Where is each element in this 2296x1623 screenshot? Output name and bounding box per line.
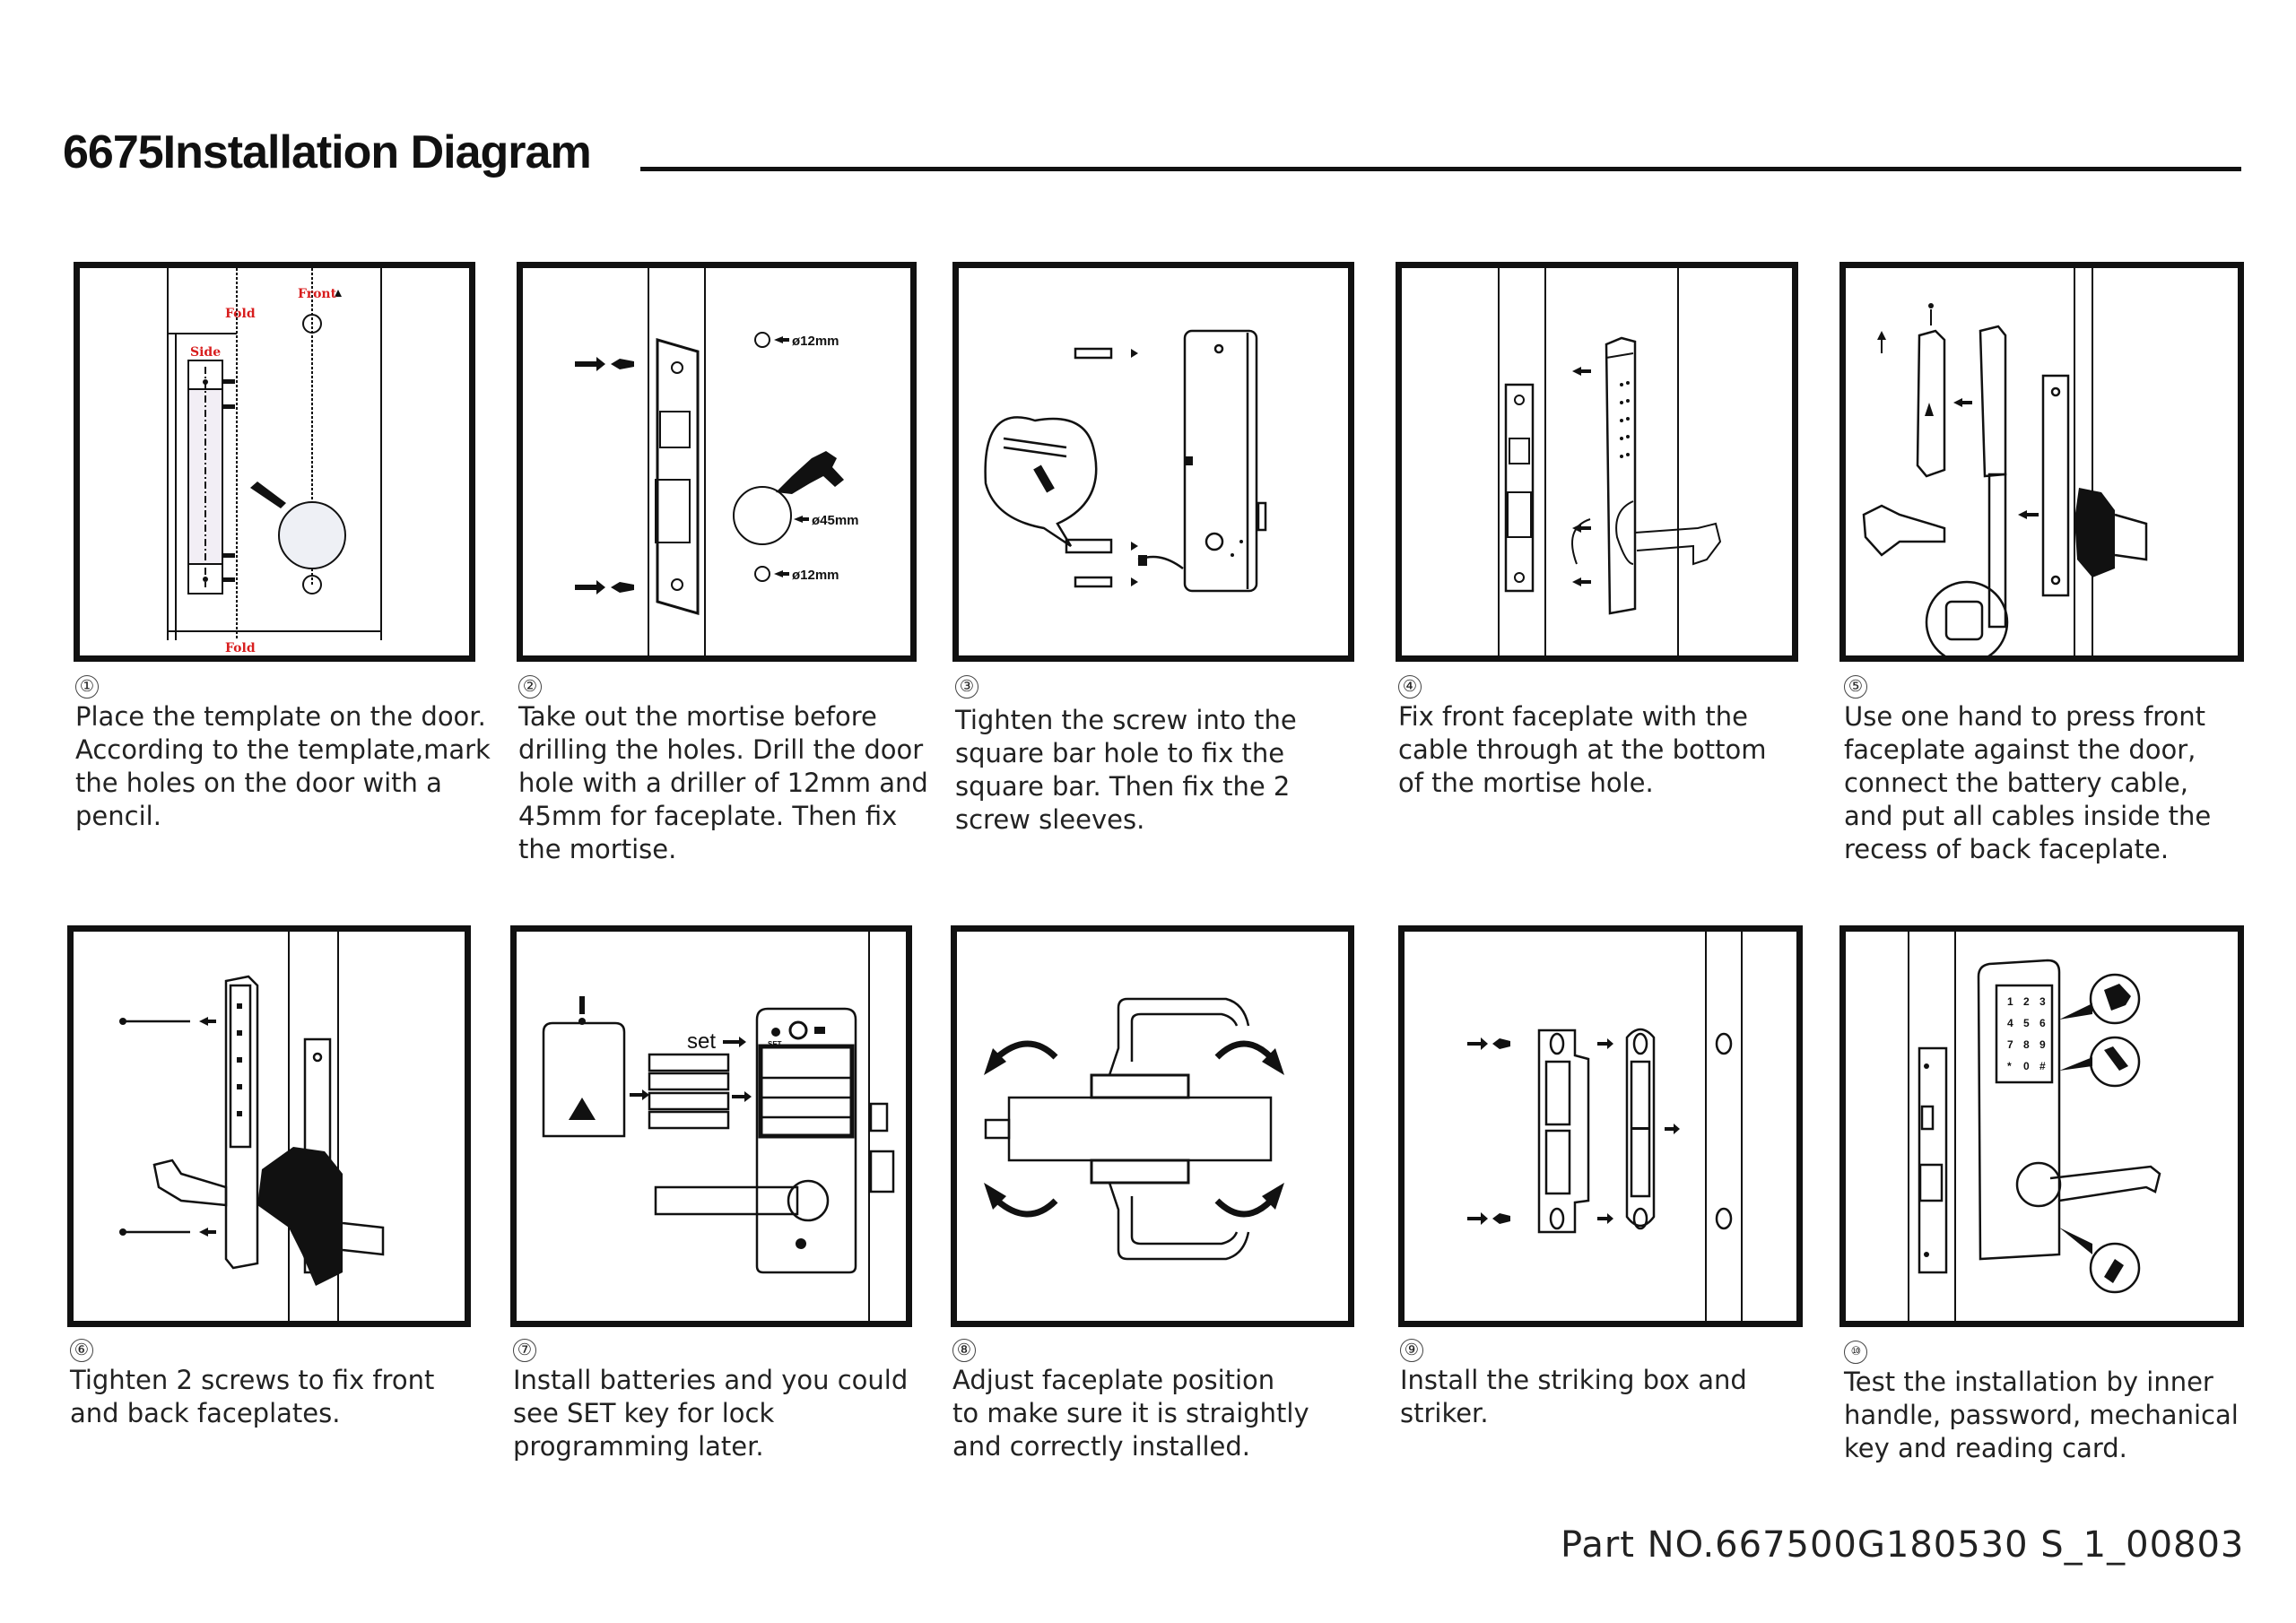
battery-cable-diagram	[1862, 268, 2148, 655]
set-label: set	[687, 1029, 716, 1054]
step-text: Install the striking box and striker.	[1400, 1365, 1747, 1428]
step-number: ④	[1398, 675, 1422, 699]
step-7-caption: ⑦ Install batteries and you could see SE…	[513, 1330, 935, 1463]
title-rule	[640, 167, 2241, 171]
step-5-caption: ⑤ Use one hand to press front faceplate …	[1844, 666, 2266, 866]
keypad-key: 8	[2023, 1038, 2030, 1051]
keypad-key: 7	[2007, 1038, 2013, 1051]
step-5-illustration	[1839, 262, 2244, 662]
step-4-illustration	[1396, 262, 1798, 662]
striking-box-diagram	[1467, 932, 1743, 1321]
keypad-key: 6	[2039, 1017, 2046, 1029]
screw-sleeve-diagram	[984, 329, 1267, 593]
step-8-caption: ⑧ Adjust faceplate position to make sure…	[952, 1330, 1374, 1463]
step-text: Test the installation by inner handle, p…	[1844, 1367, 2239, 1463]
template-label-side: Side	[190, 345, 221, 360]
keypad-key: 4	[2007, 1017, 2013, 1029]
keypad-key: 2	[2023, 995, 2030, 1008]
template-label-fold-top: Fold	[225, 307, 256, 321]
hole-label-bottom: ø12mm	[792, 568, 839, 583]
keypad-key: 1	[2007, 995, 2013, 1008]
keypad-key: 3	[2039, 995, 2046, 1008]
tighten-screws-diagram	[119, 932, 385, 1321]
step-number: ⑥	[70, 1339, 93, 1362]
part-number: Part NO.667500G180530 S_1_00803	[1561, 1524, 2245, 1566]
step-2-illustration: ø12mm ø45mm ø12mm	[517, 262, 917, 662]
template-label-front: Front	[298, 287, 337, 301]
keypad-key: 9	[2039, 1038, 2046, 1051]
step-8-illustration	[951, 925, 1354, 1327]
step-9-illustration	[1398, 925, 1803, 1327]
step-6-caption: ⑥ Tighten 2 screws to fix front and back…	[70, 1330, 491, 1430]
step-number: ①	[75, 675, 99, 699]
step-4-caption: ④ Fix front faceplate with the cable thr…	[1398, 666, 1820, 800]
step-text: Adjust faceplate position to make sure i…	[952, 1365, 1309, 1462]
keypad-key: 0	[2023, 1060, 2030, 1072]
step-number: ③	[955, 675, 978, 699]
mortise-drilling-diagram: ø12mm ø45mm ø12mm	[575, 268, 859, 655]
front-faceplate-diagram	[1498, 268, 1722, 655]
template-diagram: Fold Front Side Fold	[167, 268, 382, 655]
step-number: ⑩	[1844, 1341, 1867, 1364]
step-number: ②	[518, 675, 542, 699]
step-text: Place the template on the door. Accordin…	[75, 701, 491, 831]
step-2-caption: ② Take out the mortise before drilling t…	[518, 666, 940, 866]
template-label-fold-bottom: Fold	[225, 641, 256, 655]
step-1-caption: ① Place the template on the door. Accord…	[75, 666, 497, 833]
keypad-key: 5	[2023, 1017, 2030, 1029]
step-3-illustration	[952, 262, 1354, 662]
step-9-caption: ⑨ Install the striking box and striker.	[1400, 1330, 1822, 1430]
step-text: Tighten 2 screws to fix front and back f…	[70, 1365, 435, 1428]
step-text: Fix front faceplate with the cable throu…	[1398, 701, 1767, 798]
step-1-illustration: Fold Front Side Fold	[74, 262, 475, 662]
set-key-label: SET	[768, 1040, 782, 1048]
step-text: Install batteries and you could see SET …	[513, 1365, 909, 1462]
hole-label-top: ø12mm	[792, 334, 839, 349]
step-number: ⑨	[1400, 1339, 1423, 1362]
step-7-illustration: set SET	[510, 925, 912, 1327]
step-3-caption: ③ Tighten the screw into the square bar …	[955, 666, 1377, 837]
step-number: ⑧	[952, 1339, 976, 1362]
battery-install-diagram: set SET	[542, 932, 895, 1321]
adjust-faceplate-diagram	[984, 997, 1284, 1261]
step-text: Take out the mortise before drilling the…	[518, 701, 928, 864]
page-title: 6675Installation Diagram	[63, 126, 592, 178]
step-6-illustration	[67, 925, 471, 1327]
step-number: ⑤	[1844, 675, 1867, 699]
step-text: Use one hand to press front faceplate ag…	[1844, 701, 2212, 864]
step-text: Tighten the screw into the square bar ho…	[955, 705, 1297, 835]
hole-label-center: ø45mm	[812, 513, 859, 528]
keypad-key: *	[2007, 1060, 2012, 1072]
keypad-key: #	[2039, 1060, 2046, 1072]
step-10-caption: ⑩ Test the installation by inner handle,…	[1844, 1330, 2266, 1465]
step-number: ⑦	[513, 1339, 536, 1362]
